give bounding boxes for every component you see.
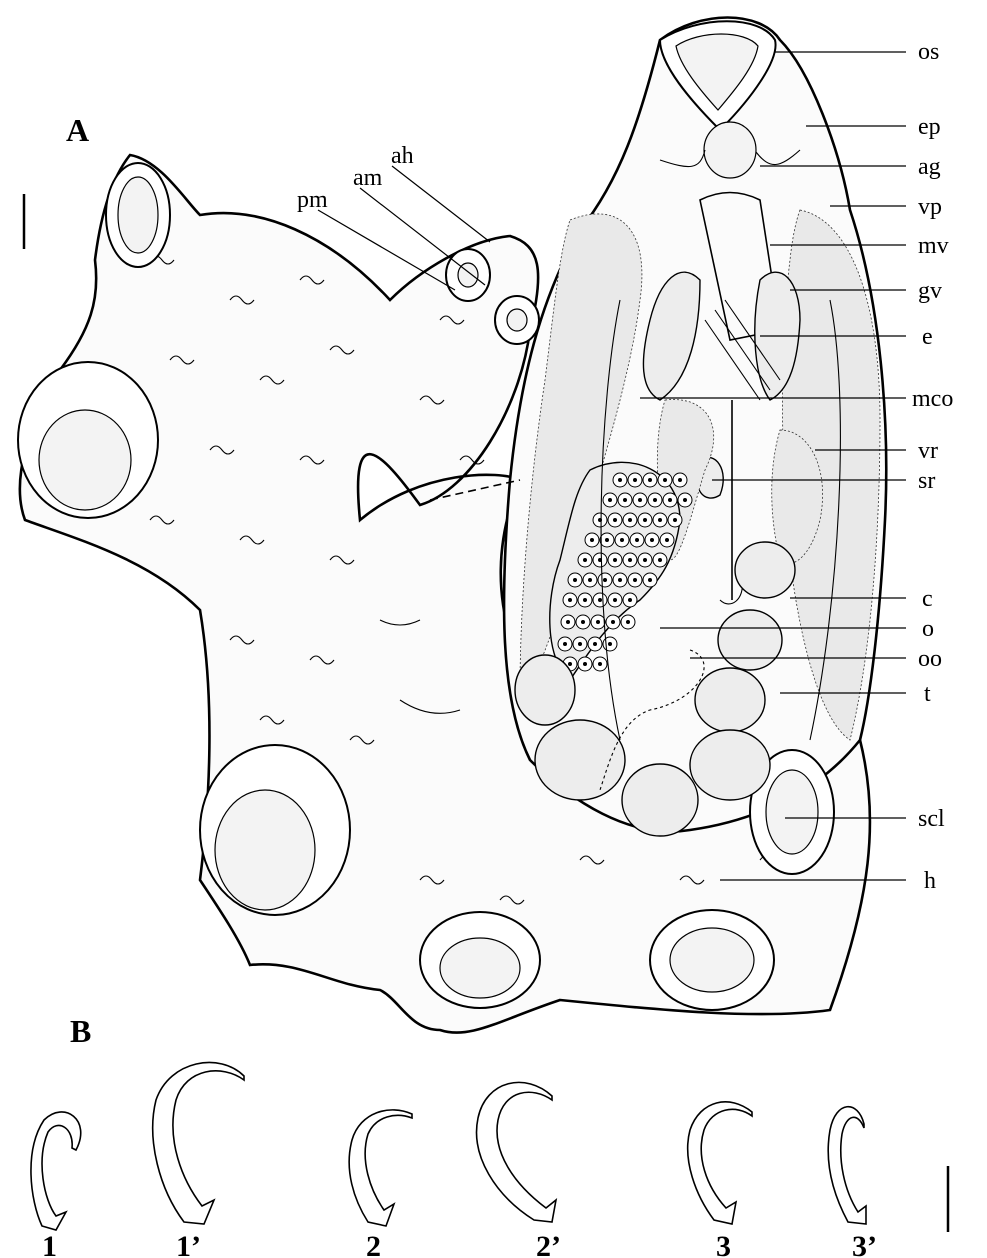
ovum-nucleus (618, 578, 622, 582)
label-sr: sr (918, 468, 935, 494)
ovum-nucleus (598, 598, 602, 602)
ovum-nucleus (628, 558, 632, 562)
label-e: e (922, 324, 933, 350)
ovum-nucleus (583, 598, 587, 602)
ovum-nucleus (566, 620, 570, 624)
label-gv: gv (918, 278, 942, 304)
label-pm: pm (297, 187, 328, 213)
ovum-nucleus (598, 662, 602, 666)
ovum-nucleus (596, 620, 600, 624)
ovum-nucleus (663, 478, 667, 482)
ovum-nucleus (573, 578, 577, 582)
clamp-3 (200, 745, 350, 915)
ovum-nucleus (668, 498, 672, 502)
hook-1p (153, 1063, 244, 1225)
label-scl: scl (918, 806, 945, 832)
ovum-nucleus (593, 642, 597, 646)
ovum-nucleus (643, 558, 647, 562)
label-mco: mco (912, 386, 953, 412)
hook-2 (349, 1110, 412, 1226)
clamp-5 (650, 910, 774, 1010)
ovum-nucleus (568, 662, 572, 666)
ovum-nucleus (626, 620, 630, 624)
panel-label-a: A (66, 112, 89, 148)
ovum-nucleus (665, 538, 669, 542)
ovum-nucleus (653, 498, 657, 502)
ovum-nucleus (590, 538, 594, 542)
ovum-nucleus (658, 518, 662, 522)
hook-label-3: 3 (716, 1230, 731, 1258)
ovum-nucleus (613, 598, 617, 602)
label-ah: ah (391, 143, 414, 169)
ovum-nucleus (628, 518, 632, 522)
label-ag: ag (918, 154, 941, 180)
ovum-nucleus (613, 518, 617, 522)
ovum-nucleus (648, 478, 652, 482)
ovum-nucleus (643, 518, 647, 522)
ovum-nucleus (618, 478, 622, 482)
ovum-nucleus (620, 538, 624, 542)
ovum-nucleus (673, 518, 677, 522)
label-t: t (924, 681, 931, 707)
label-vp: vp (918, 194, 942, 220)
label-o: o (922, 616, 934, 642)
ovum-nucleus (608, 642, 612, 646)
ovum-nucleus (633, 478, 637, 482)
ovum-nucleus (583, 662, 587, 666)
ovum-nucleus (611, 620, 615, 624)
hook-label-1: 1 (42, 1230, 57, 1258)
label-mv: mv (918, 233, 949, 259)
ovum-nucleus (648, 578, 652, 582)
label-am: am (353, 165, 383, 191)
ovum-nucleus (638, 498, 642, 502)
ovum-nucleus (583, 558, 587, 562)
ovum-nucleus (635, 538, 639, 542)
label-os: os (918, 39, 939, 65)
ovum-nucleus (650, 538, 654, 542)
hook-label-1p: 1’ (176, 1230, 201, 1258)
ovum-nucleus (563, 642, 567, 646)
ovum-nucleus (613, 558, 617, 562)
ovum-nucleus (683, 498, 687, 502)
hook-3 (688, 1102, 752, 1224)
label-c: c (922, 586, 933, 612)
ovum-nucleus (605, 538, 609, 542)
hook-label-2p: 2’ (536, 1230, 561, 1258)
ovum-nucleus (568, 598, 572, 602)
ovum-nucleus (588, 578, 592, 582)
label-h: h (924, 868, 936, 894)
ovum-nucleus (608, 498, 612, 502)
label-ep: ep (918, 114, 941, 140)
hook-2p (477, 1082, 556, 1222)
label-oo: oo (918, 646, 942, 672)
clamp-2 (18, 362, 158, 518)
ovum-nucleus (623, 498, 627, 502)
ovum-nucleus (628, 598, 632, 602)
ovum-nucleus (581, 620, 585, 624)
hook-label-3p: 3’ (852, 1230, 877, 1258)
clamp-4 (420, 912, 540, 1008)
ovum-nucleus (578, 642, 582, 646)
ovum-nucleus (603, 578, 607, 582)
hook-1 (31, 1112, 81, 1230)
clamp-1 (106, 163, 170, 267)
ovum-nucleus (633, 578, 637, 582)
ovum-nucleus (678, 478, 682, 482)
label-vr: vr (918, 438, 938, 464)
hook-3p (828, 1107, 866, 1224)
hook-label-2: 2 (366, 1230, 381, 1258)
ovum-nucleus (658, 558, 662, 562)
panel-label-b: B (70, 1013, 91, 1049)
